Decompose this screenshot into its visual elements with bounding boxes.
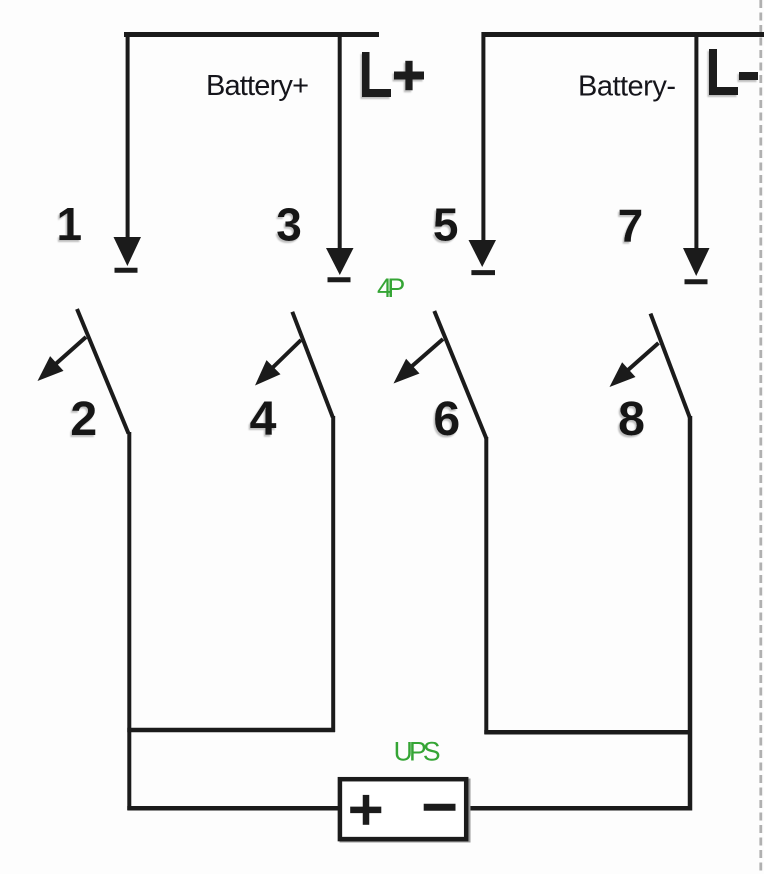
svg-text:4P: 4P (377, 273, 405, 303)
svg-text:UPS: UPS (394, 736, 441, 766)
svg-text:Battery+: Battery+ (206, 70, 309, 102)
svg-text:4: 4 (250, 392, 277, 446)
svg-text:1: 1 (57, 198, 83, 250)
svg-text:3: 3 (276, 199, 302, 251)
svg-text:Battery-: Battery- (578, 71, 676, 103)
svg-text:8: 8 (618, 392, 645, 446)
svg-text:2: 2 (70, 392, 97, 446)
svg-text:6: 6 (433, 392, 460, 446)
svg-text:7: 7 (618, 199, 644, 251)
svg-text:5: 5 (433, 199, 459, 251)
